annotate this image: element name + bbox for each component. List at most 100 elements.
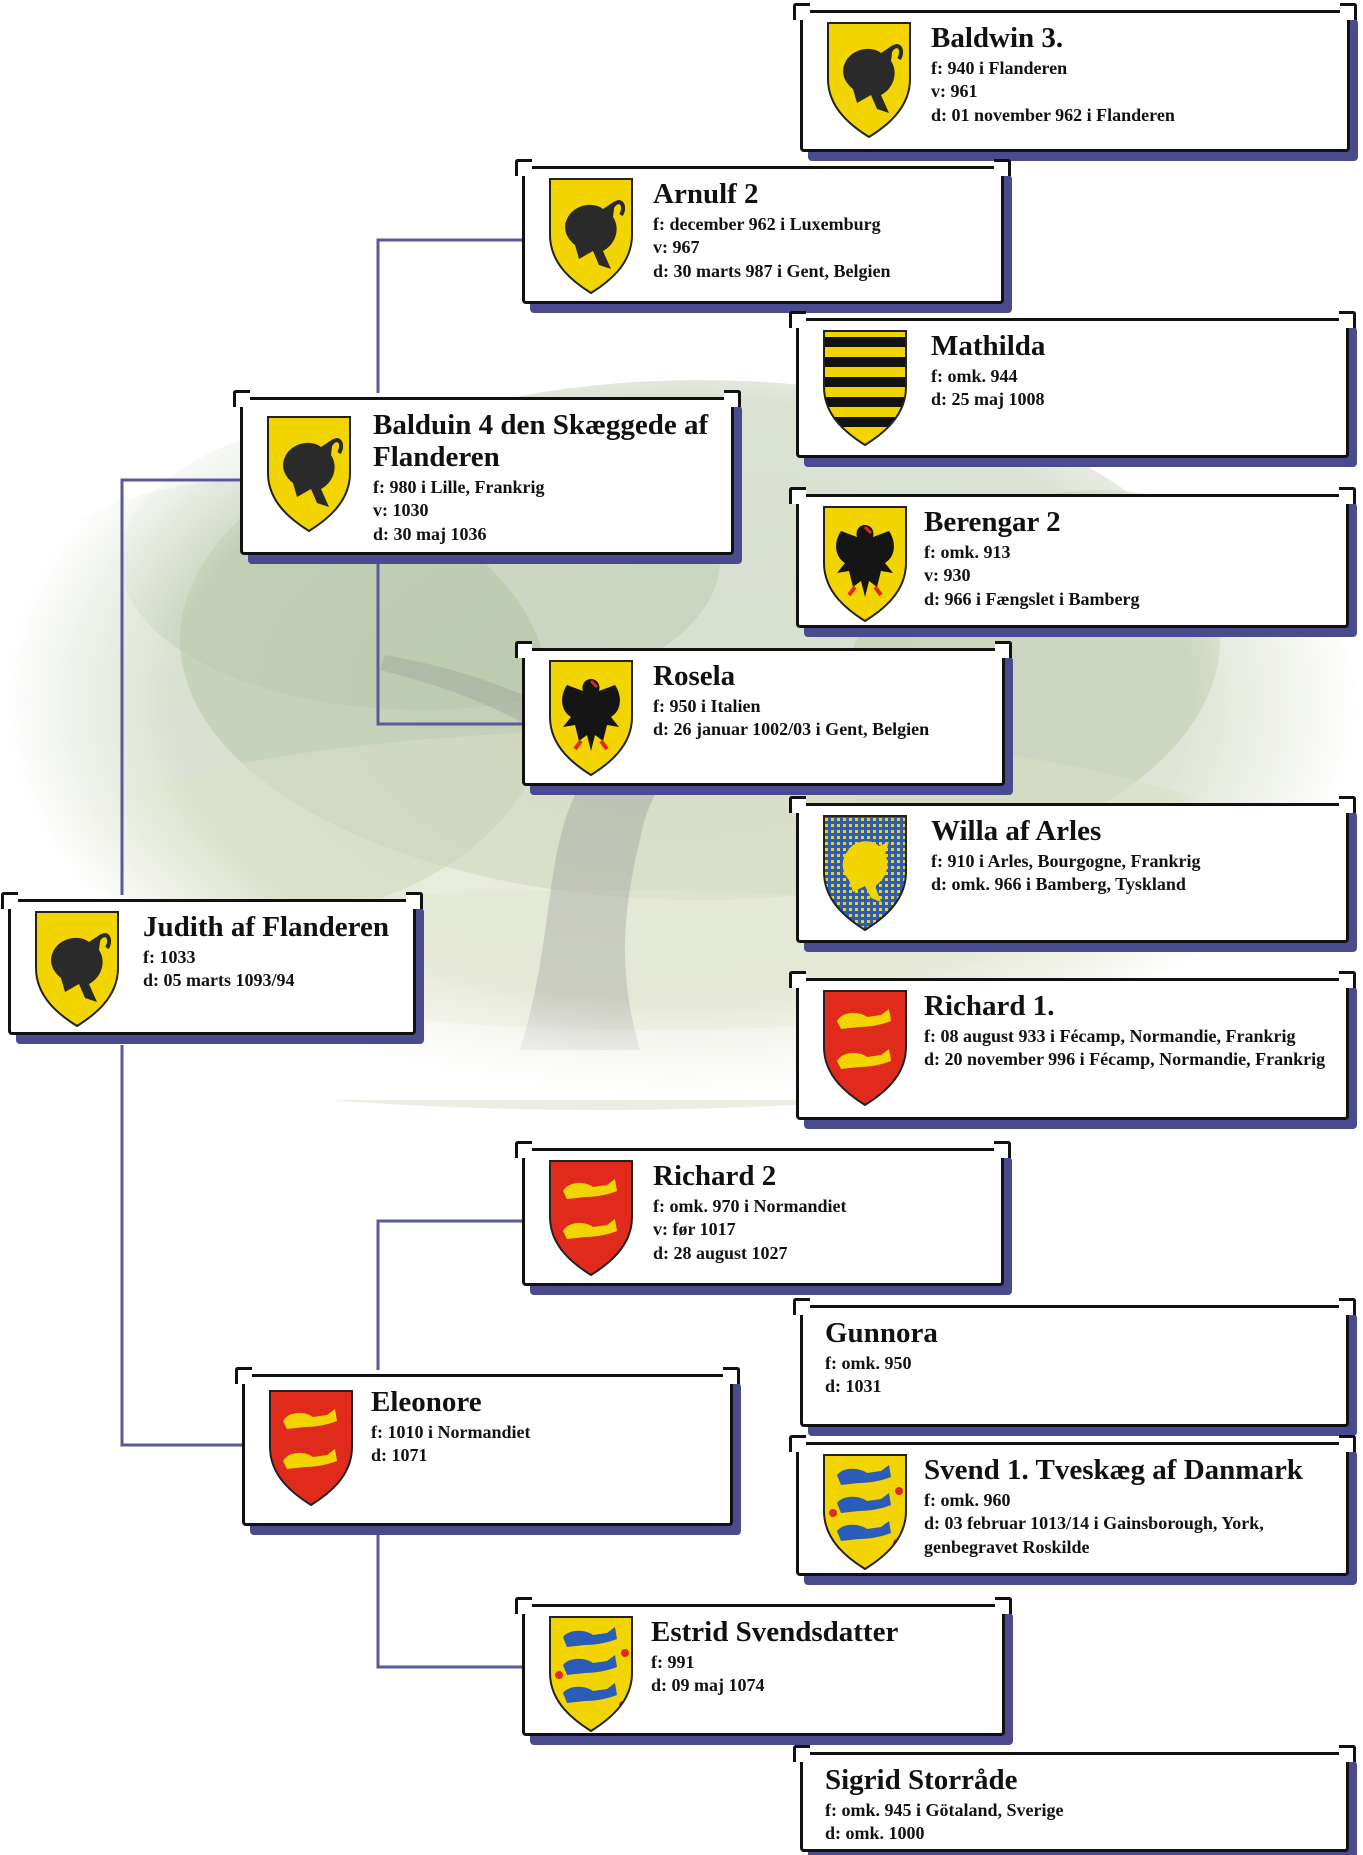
person-card-svend1[interactable]: Svend 1. Tveskæg af Danmark f: omk. 960 d:… <box>789 1435 1356 1576</box>
coat-of-arms-icon <box>31 908 123 1037</box>
person-name: Eleonore <box>371 1386 482 1418</box>
link-judith-balduin4 <box>120 478 240 895</box>
person-detail: d: 01 november 962 i Flanderen <box>931 104 1175 125</box>
person-detail: d: 26 januar 1002/03 i Gent, Belgien <box>653 719 930 740</box>
coat-of-arms-icon <box>819 987 911 1116</box>
person-info: Willa af Arles f: 910 i Arles, Bourgogne,… <box>931 815 1338 897</box>
person-card-estrid[interactable]: Estrid Svendsdatter f: 991 d: 09 maj 1074 <box>515 1597 1012 1736</box>
person-name: Arnulf 2 <box>653 178 759 210</box>
link-judith-eleonore <box>120 1045 242 1447</box>
person-name: Sigrid Storråde <box>825 1764 1018 1796</box>
person-detail: f: 1010 i Normandiet <box>371 1421 531 1442</box>
person-card-richard1[interactable]: Richard 1. f: 08 august 933 i Fécamp, Nor… <box>789 971 1356 1120</box>
person-card-judith[interactable]: Judith af Flanderen f: 1033 d: 05 marts 10… <box>1 892 423 1037</box>
person-detail: d: 30 maj 1036 <box>373 523 487 544</box>
person-detail: f: omk. 970 i Normandiet <box>653 1195 847 1216</box>
person-detail: v: 967 <box>653 237 700 258</box>
person-detail: v: 961 <box>931 81 978 102</box>
coat-of-arms-icon <box>545 657 637 786</box>
person-detail: d: omk. 1000 <box>825 1823 925 1844</box>
person-detail: f: 910 i Arles, Bourgogne, Frankrig <box>931 850 1201 871</box>
person-info: Sigrid Storråde f: omk. 945 i Götaland, S… <box>825 1764 1338 1846</box>
person-info: Gunnora f: omk. 950 d: 1031 <box>825 1317 1338 1399</box>
person-detail: f: december 962 i Luxemburg <box>653 213 881 234</box>
person-name: Estrid Svendsdatter <box>651 1616 899 1648</box>
person-detail: v: før 1017 <box>653 1219 736 1240</box>
coat-of-arms-icon <box>545 1157 637 1286</box>
person-detail: f: omk. 945 i Götaland, Sverige <box>825 1799 1064 1820</box>
person-card-richard2[interactable]: Richard 2 f: omk. 970 i Normandiet v: før … <box>515 1141 1011 1286</box>
person-card-sigrid[interactable]: Sigrid Storråde f: omk. 945 i Götaland, S… <box>793 1745 1356 1852</box>
person-card-balduin4[interactable]: Balduin 4 den Skæggede af Flanderen f: 98… <box>233 390 741 555</box>
person-name: Richard 1. <box>924 990 1055 1022</box>
person-name: Richard 2 <box>653 1160 777 1192</box>
person-detail: d: 30 marts 987 i Gent, Belgien <box>653 260 891 281</box>
person-name: Mathilda <box>931 330 1046 362</box>
person-name: Baldwin 3. <box>931 22 1064 54</box>
person-detail: f: omk. 960 <box>924 1489 1011 1510</box>
person-detail: d: 1031 <box>825 1376 882 1397</box>
person-name: Judith af Flanderen <box>143 911 390 943</box>
person-card-arnulf2[interactable]: Arnulf 2 f: december 962 i Luxemburg v: 96… <box>515 159 1011 304</box>
person-card-rosela[interactable]: Rosela f: 950 i Italien d: 26 januar 1002/… <box>515 641 1012 786</box>
coat-of-arms-icon <box>819 503 911 632</box>
person-name: Willa af Arles <box>931 815 1102 847</box>
person-card-mathilda[interactable]: Mathilda f: omk. 944 d: 25 maj 1008 <box>789 311 1356 458</box>
person-detail: f: 940 i Flanderen <box>931 57 1068 78</box>
person-name: Gunnora <box>825 1317 938 1349</box>
person-detail: d: 1071 <box>371 1445 428 1466</box>
person-card-gunnora[interactable]: Gunnora f: omk. 950 d: 1031 <box>793 1298 1356 1427</box>
person-card-willa[interactable]: Willa af Arles f: 910 i Arles, Bourgogne,… <box>789 796 1356 943</box>
coat-of-arms-icon <box>819 812 911 941</box>
person-name: Svend 1. Tveskæg af Danmark <box>924 1454 1303 1486</box>
link-eleonore-richard2 <box>376 1219 522 1370</box>
person-info: Richard 1. f: 08 august 933 i Fécamp, Nor… <box>924 990 1338 1072</box>
person-info: Mathilda f: omk. 944 d: 25 maj 1008 <box>931 330 1338 412</box>
person-detail: f: omk. 944 <box>931 365 1018 386</box>
person-detail: v: 1030 <box>373 500 429 521</box>
person-info: Balduin 4 den Skæggede af Flanderen f: 98… <box>373 409 723 546</box>
person-info: Rosela f: 950 i Italien d: 26 januar 1002/… <box>653 660 994 742</box>
person-detail: f: 1033 <box>143 946 196 967</box>
link-balduin4-arnulf2 <box>376 238 522 393</box>
person-detail: d: 25 maj 1008 <box>931 389 1045 410</box>
person-info: Richard 2 f: omk. 970 i Normandiet v: før … <box>653 1160 993 1265</box>
person-detail: d: omk. 966 i Bamberg, Tyskland <box>931 874 1186 895</box>
person-name: Berengar 2 <box>924 506 1061 538</box>
coat-of-arms-icon <box>819 327 911 456</box>
person-detail: d: 09 maj 1074 <box>651 1675 765 1696</box>
person-detail: f: 08 august 933 i Fécamp, Normandie, Fr… <box>924 1025 1296 1046</box>
person-detail: f: 980 i Lille, Frankrig <box>373 476 545 497</box>
person-info: Judith af Flanderen f: 1033 d: 05 marts 10… <box>143 911 405 993</box>
coat-of-arms-icon <box>819 1451 911 1580</box>
person-detail: f: omk. 913 <box>924 541 1011 562</box>
link-eleonore-estrid <box>376 1524 522 1669</box>
coat-of-arms-icon <box>263 413 355 542</box>
person-detail: d: 20 november 996 i Fécamp, Normandie, … <box>924 1049 1326 1070</box>
person-info: Svend 1. Tveskæg af Danmark f: omk. 960 d:… <box>924 1454 1338 1559</box>
person-detail: f: 991 <box>651 1651 695 1672</box>
person-detail: d: 28 august 1027 <box>653 1242 788 1263</box>
person-detail: d: 966 i Fængslet i Bamberg <box>924 588 1140 609</box>
coat-of-arms-icon <box>823 19 915 148</box>
person-detail: f: omk. 950 <box>825 1352 912 1373</box>
link-balduin4-rosela <box>376 550 522 726</box>
coat-of-arms-icon <box>265 1387 357 1516</box>
person-detail: d: 05 marts 1093/94 <box>143 970 295 991</box>
person-info: Eleonore f: 1010 i Normandiet d: 1071 <box>371 1386 722 1468</box>
person-card-eleonore[interactable]: Eleonore f: 1010 i Normandiet d: 1071 <box>235 1367 740 1526</box>
person-detail: f: 950 i Italien <box>653 695 761 716</box>
person-info: Arnulf 2 f: december 962 i Luxemburg v: 96… <box>653 178 993 283</box>
person-detail: v: 930 <box>924 565 971 586</box>
person-name: Balduin 4 den Skæggede af Flanderen <box>373 409 709 473</box>
person-detail: d: 03 februar 1013/14 i Gainsborough, Yo… <box>924 1513 1264 1557</box>
person-name: Rosela <box>653 660 736 692</box>
coat-of-arms-icon <box>545 175 637 304</box>
coat-of-arms-icon <box>545 1613 637 1742</box>
person-info: Estrid Svendsdatter f: 991 d: 09 maj 1074 <box>651 1616 994 1698</box>
